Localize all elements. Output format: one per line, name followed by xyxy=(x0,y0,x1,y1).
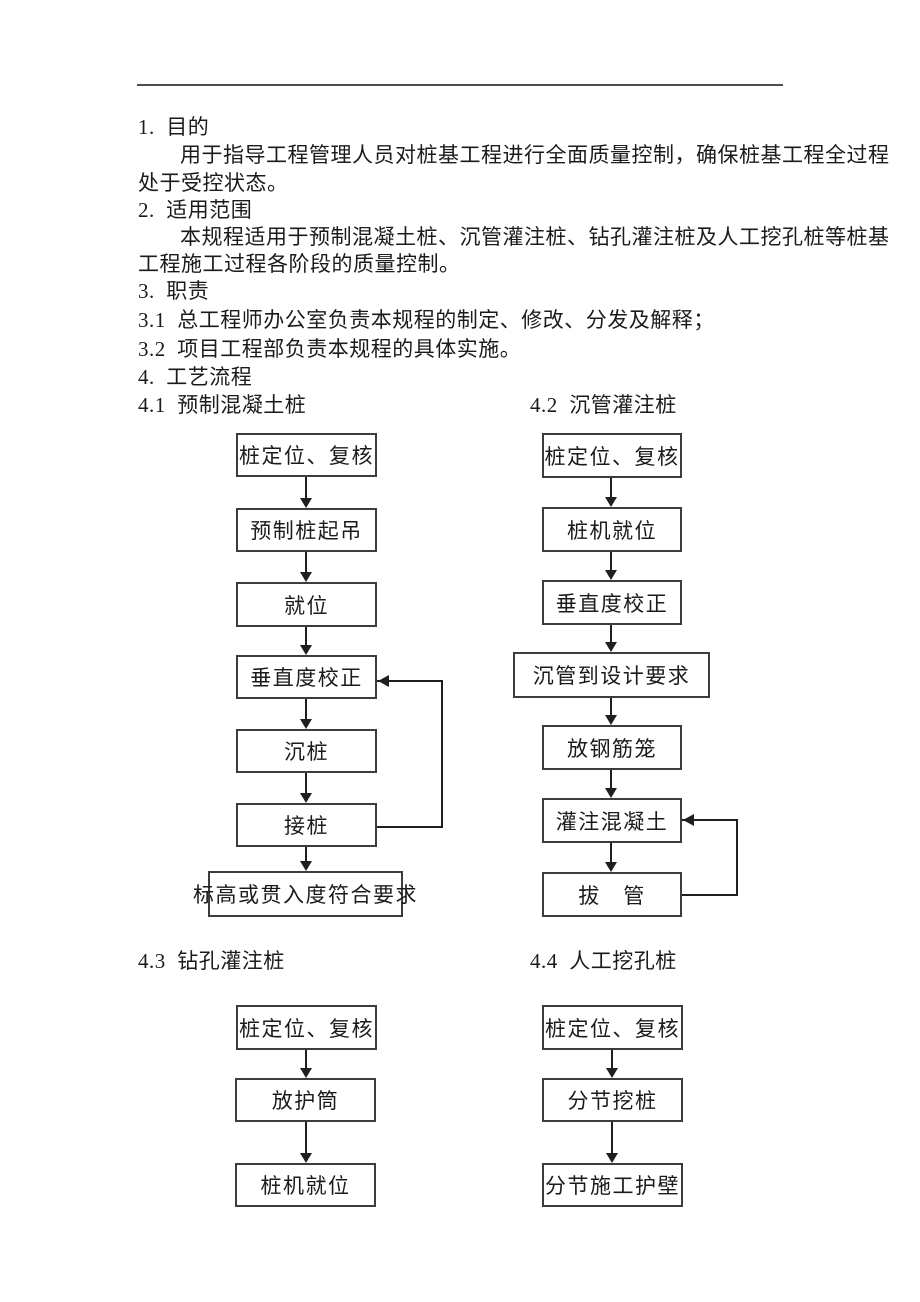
flow-arrow-down xyxy=(300,773,312,803)
flow-step-box: 沉管到设计要求 xyxy=(513,652,710,698)
flow-arrow-down xyxy=(300,1050,312,1078)
section-1-paragraph-line-1: 用于指导工程管理人员对桩基工程进行全面质量控制，确保桩基工程全过程 xyxy=(180,143,890,167)
flow-step-box: 灌注混凝土 xyxy=(542,798,682,843)
flow-arrow-down xyxy=(300,699,312,729)
section-3-heading: 3. 职责 xyxy=(138,279,210,303)
flow-arrow-down xyxy=(605,698,617,725)
section-4-heading: 4. 工艺流程 xyxy=(138,365,253,389)
flow-arrow-down xyxy=(605,552,617,580)
section-2-paragraph-line-1: 本规程适用于预制混凝土桩、沉管灌注桩、钻孔灌注桩及人工挖孔桩等桩基 xyxy=(180,225,890,249)
flow-arrow-down xyxy=(606,1122,618,1163)
flow-step-box: 标高或贯入度符合要求 xyxy=(193,871,417,917)
flow-step-box: 沉桩 xyxy=(236,729,377,773)
section-2-heading: 2. 适用范围 xyxy=(138,198,253,222)
flow-arrow-down xyxy=(300,627,312,655)
flow-step-box: 预制桩起吊 xyxy=(236,508,377,552)
flow-step-box: 分节施工护壁 xyxy=(542,1163,683,1207)
flowchart-4-3-title: 4.3 钻孔灌注桩 xyxy=(138,949,285,973)
flowchart-4-1-title: 4.1 预制混凝土桩 xyxy=(138,393,307,417)
flow-step-box: 垂直度校正 xyxy=(542,580,682,625)
flow-arrow-down xyxy=(300,847,312,871)
flow-step-box: 桩定位、复核 xyxy=(236,1005,377,1050)
flow-step-box: 桩机就位 xyxy=(542,507,682,552)
section-1-paragraph-line-2: 处于受控状态。 xyxy=(138,171,289,195)
flow-step-box: 桩定位、复核 xyxy=(236,433,377,477)
flow-arrow-down xyxy=(606,1050,618,1078)
flow-arrow-down xyxy=(605,478,617,507)
flow-arrow-down xyxy=(605,625,617,652)
flow-arrow-down xyxy=(300,552,312,582)
section-3-item-2: 3.2 项目工程部负责本规程的具体实施。 xyxy=(138,337,522,361)
flow-step-box: 拔 管 xyxy=(542,872,682,917)
flow-arrow-down xyxy=(605,770,617,798)
flow-arrow-down xyxy=(300,1122,312,1163)
header-rule xyxy=(137,84,783,86)
flow-step-box: 放钢筋笼 xyxy=(542,725,682,770)
flow-step-box: 分节挖桩 xyxy=(542,1078,683,1122)
section-1-heading: 1. 目的 xyxy=(138,115,210,139)
flow-step-box: 桩定位、复核 xyxy=(542,1005,683,1050)
flow-arrow-down xyxy=(300,477,312,508)
flow-step-box: 垂直度校正 xyxy=(236,655,377,699)
flow-step-box: 桩机就位 xyxy=(235,1163,376,1207)
flow-step-box: 接桩 xyxy=(236,803,377,847)
flowchart-4-2-title: 4.2 沉管灌注桩 xyxy=(530,393,677,417)
flow-step-box: 放护筒 xyxy=(235,1078,376,1122)
flow-step-box: 就位 xyxy=(236,582,377,627)
section-2-paragraph-line-2: 工程施工过程各阶段的质量控制。 xyxy=(138,252,461,276)
flow-loop-arrowhead xyxy=(378,675,389,687)
section-3-item-1: 3.1 总工程师办公室负责本规程的制定、修改、分发及解释； xyxy=(138,308,715,332)
flow-loop-arrowhead xyxy=(683,814,694,826)
flow-step-box: 桩定位、复核 xyxy=(542,433,682,478)
flowchart-4-4-title: 4.4 人工挖孔桩 xyxy=(530,949,677,973)
flow-loop-connector xyxy=(682,819,738,896)
flow-arrow-down xyxy=(605,843,617,872)
flow-loop-connector xyxy=(377,680,443,828)
